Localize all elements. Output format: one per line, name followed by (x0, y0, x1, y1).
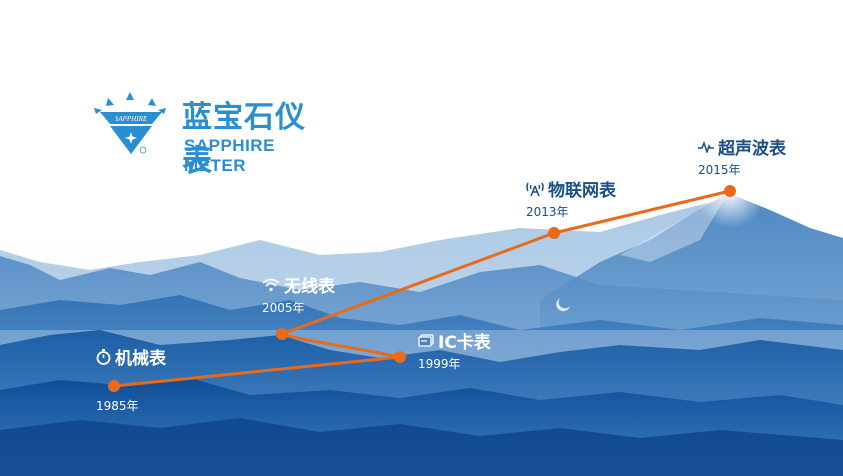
waveform-icon (698, 140, 714, 153)
milestone-1999: IC卡表 1999年 (418, 328, 491, 372)
timeline-dot-2005 (276, 328, 288, 340)
card-icon (418, 333, 434, 348)
milestone-title: 超声波表 (718, 139, 786, 159)
milestone-year: 2005年 (262, 301, 305, 315)
milestone-title: 物联网表 (548, 181, 616, 201)
milestone-2013: 物联网表 2013年 (526, 176, 616, 220)
timeline-dot-1999 (394, 351, 406, 363)
milestone-year: 2013年 (526, 205, 569, 219)
milestone-title: 无线表 (284, 277, 335, 297)
brand-name-en: SAPPHIRE METER (184, 136, 275, 175)
diamond-logo-icon: SAPPHIRE (94, 92, 166, 154)
antenna-icon (526, 181, 544, 197)
milestone-title: IC卡表 (438, 333, 491, 353)
milestone-2005: 无线表 2005年 (262, 272, 335, 316)
timeline-dot-2013 (548, 227, 560, 239)
wifi-icon (262, 278, 280, 292)
milestone-1985: 机械表 1985年 (96, 344, 166, 414)
timeline-dot-2015 (724, 185, 736, 197)
milestone-year: 1999年 (418, 357, 461, 371)
brand-logo: SAPPHIRE 蓝宝石仪表 SAPPHIRE METER (86, 88, 326, 179)
milestone-year: 1985年 (96, 399, 139, 413)
logo-badge-text: SAPPHIRE (115, 115, 148, 123)
timeline-dot-1985 (108, 380, 120, 392)
milestone-title: 机械表 (115, 349, 166, 369)
milestone-2015: 超声波表 2015年 (698, 134, 786, 178)
stopwatch-icon (96, 348, 111, 365)
brand-name-cn: 蓝宝石仪表 (182, 100, 306, 179)
milestone-year: 2015年 (698, 163, 741, 177)
